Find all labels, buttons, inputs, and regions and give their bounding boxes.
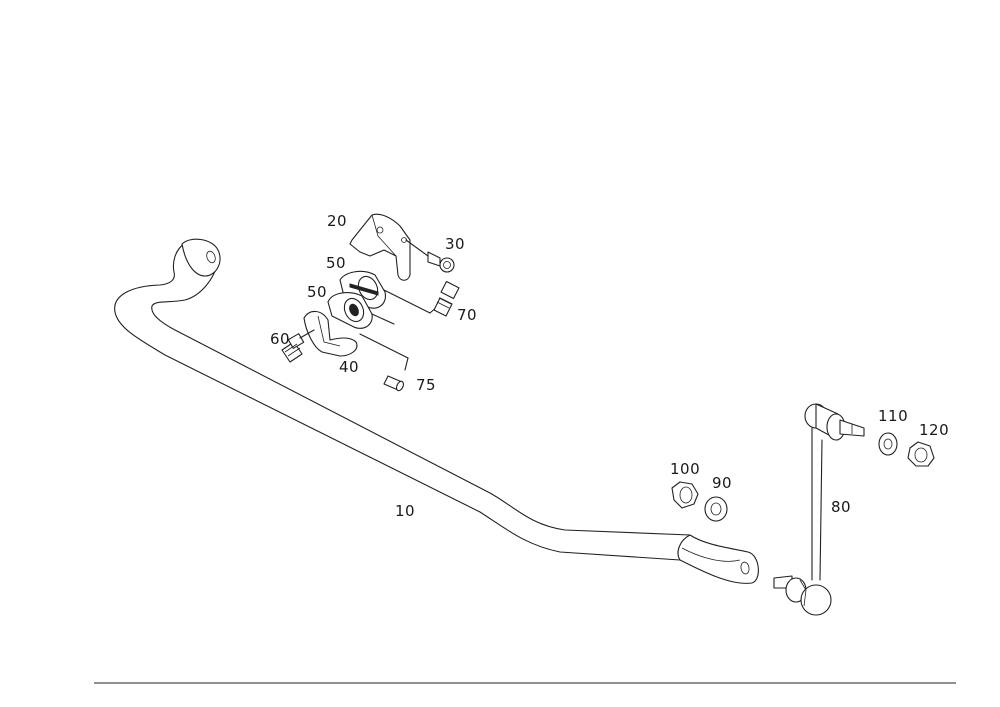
bolt-60[interactable] [281,329,315,363]
link-rod-80[interactable] [773,403,865,616]
pin-75[interactable] [383,375,405,392]
bolt-70[interactable] [433,280,460,317]
callout-70: 70 [457,306,477,324]
washer-110[interactable] [878,432,898,456]
callout-10: 10 [395,502,415,520]
callout-110: 110 [878,407,908,425]
stabilizer-bar[interactable] [114,238,759,584]
callout-50-upper: 50 [326,254,346,272]
bushing-lower[interactable] [327,292,409,371]
nut-100[interactable] [671,481,699,509]
washer-90[interactable] [704,496,728,522]
nut-120[interactable] [907,441,935,467]
callout-100: 100 [670,460,700,478]
callout-20: 20 [327,212,347,230]
bolt-30[interactable] [405,239,455,273]
callout-120: 120 [919,421,949,439]
callout-75: 75 [416,376,436,394]
bracket-lower[interactable] [303,310,358,357]
callout-60: 60 [270,330,290,348]
callout-80: 80 [831,498,851,516]
callout-50-lower: 50 [307,283,327,301]
callout-30: 30 [445,235,465,253]
callout-90: 90 [712,474,732,492]
callout-40: 40 [339,358,359,376]
bracket-upper[interactable] [349,213,411,281]
